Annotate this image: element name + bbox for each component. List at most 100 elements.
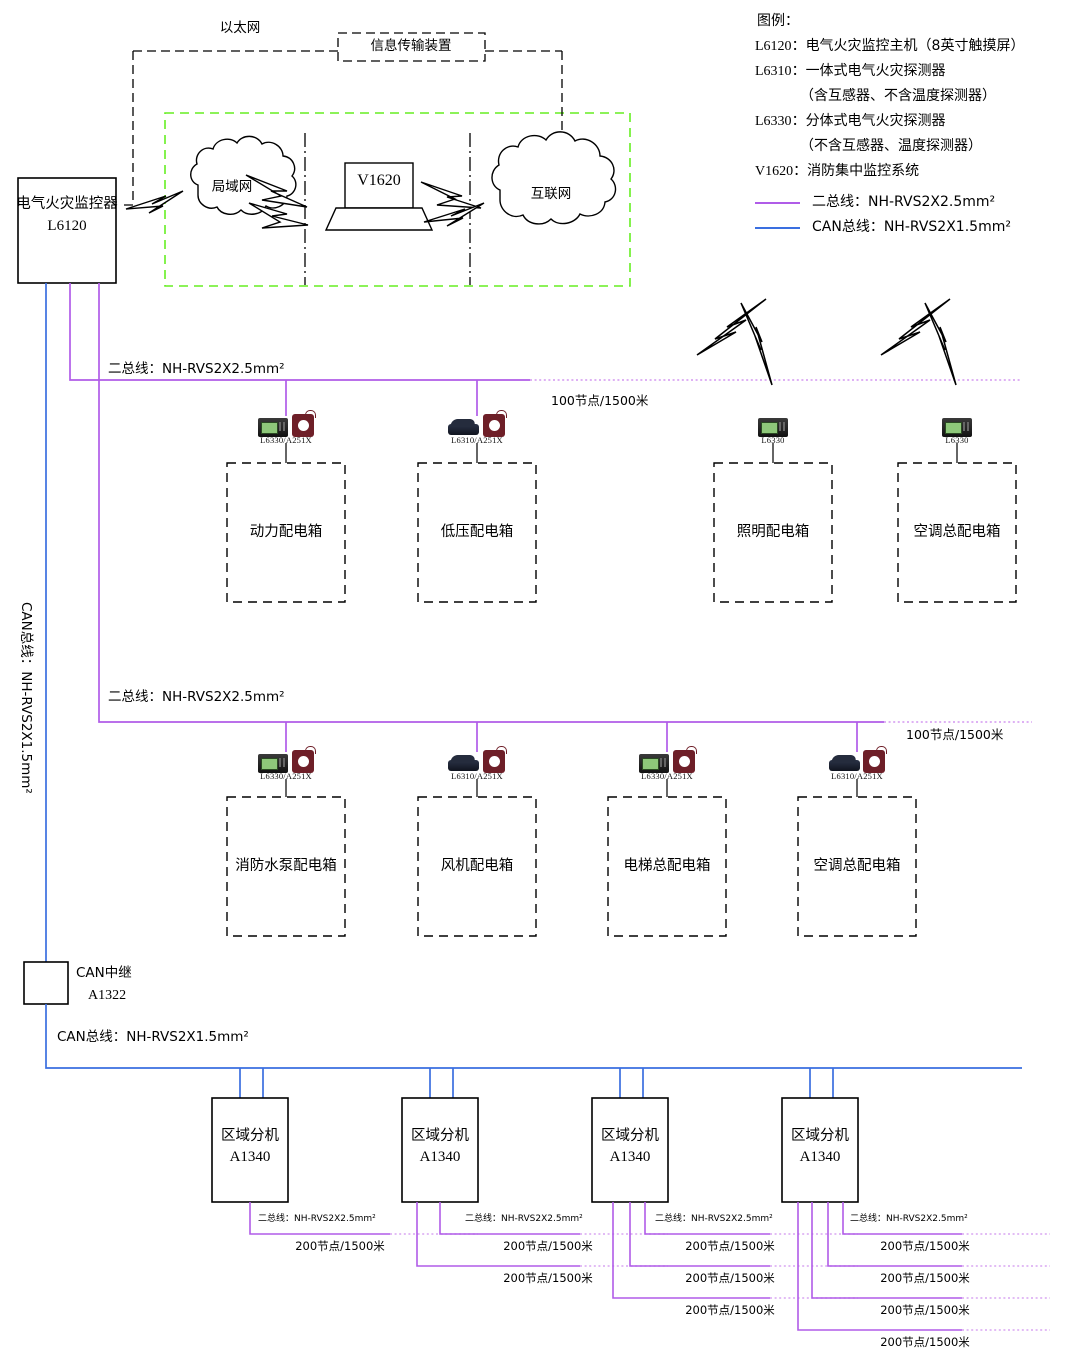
- dist-box-label-r1c4: 空调总配电箱: [913, 524, 1001, 540]
- legend-text-5: 消防集中监控系统: [807, 163, 920, 179]
- controller-label-line1: 电气火灾监控器: [16, 196, 118, 212]
- branch-node-label-u2-2: 200节点/1500米: [503, 1271, 593, 1285]
- transmitter-label: 信息传输装置: [370, 38, 452, 54]
- branch-node-label-u2-1: 200节点/1500米: [503, 1239, 593, 1253]
- branch-node-label-u4-2: 200节点/1500米: [880, 1271, 970, 1285]
- branch-lines-unit-1: [249, 1202, 390, 1235]
- area-unit-label-2-line2: A1340: [419, 1149, 461, 1165]
- legend-sep-3: ：: [791, 113, 806, 129]
- device-tag-r1c1: L6330/A251X: [260, 435, 312, 445]
- legend-sep-0: ：: [791, 38, 806, 54]
- legend-entry-4: （不含互感器、温度探测器）: [800, 138, 982, 154]
- device-tag-r2c3: L6330/A251X: [641, 771, 693, 781]
- area-unit-box-2: [401, 1097, 479, 1203]
- legend-entry-0: L6120：电气火灾监控主机（8英寸触摸屏）: [755, 38, 1024, 55]
- area-unit-label-3-line1: 区域分机: [601, 1128, 659, 1144]
- area-unit-box-1: [211, 1097, 289, 1203]
- legend-code-5: V1620: [755, 164, 794, 179]
- area-unit-label-1-line2: A1340: [229, 1149, 271, 1165]
- legend-text-0: 电气火灾监控主机（8英寸触摸屏）: [805, 38, 1025, 54]
- node-label-row-2: 100节点/1500米: [906, 727, 1004, 742]
- device-tag-r2c1: L6330/A251X: [260, 771, 312, 781]
- device-tag-r2c2: L6310/A251X: [451, 771, 503, 781]
- internet-label: 互联网: [530, 186, 572, 202]
- workstation-label: V1620: [357, 172, 401, 189]
- transmitter-box: [337, 32, 486, 62]
- branch-lines-unit-4: [797, 1202, 962, 1331]
- dist-box-label-r2c4: 空调总配电箱: [813, 858, 901, 874]
- wireless-bolt-pair: [696, 298, 957, 386]
- can-bus-label: CAN总线：NH-RVS2X1.5mm²: [57, 1029, 249, 1045]
- branch-node-label-u1-1: 200节点/1500米: [295, 1239, 385, 1253]
- dist-box-label-r1c3: 照明配电箱: [736, 524, 810, 540]
- can-relay-box: [23, 961, 69, 1005]
- area-unit-box-3: [591, 1097, 669, 1203]
- legend-entry-3: L6330：分体式电气火灾探测器: [755, 113, 946, 130]
- dist-box-r1c1: [226, 462, 346, 603]
- branch-lines-unit-2: [416, 1202, 580, 1267]
- lan-cloud: [190, 135, 297, 215]
- vertical-can-bus-label: CAN总线：NH-RVS2X1.5mm²: [18, 602, 34, 794]
- dist-box-r2c3: [607, 796, 727, 937]
- can-after-relay: [45, 1004, 1022, 1069]
- area-unit-label-4-line2: A1340: [799, 1149, 841, 1165]
- legend-entry-2: （含互感器、不含温度探测器）: [800, 88, 996, 104]
- legend-entry-1: L6310：一体式电气火灾探测器: [755, 63, 946, 80]
- legend-code-0: L6120: [755, 39, 792, 54]
- two-bus-trunk-1: [69, 283, 530, 381]
- area-unit-label-2-line1: 区域分机: [411, 1128, 469, 1144]
- dist-box-r2c1: [226, 796, 346, 937]
- branch-node-label-u4-4: 200节点/1500米: [880, 1335, 970, 1349]
- area-unit-label-3-line2: A1340: [609, 1149, 651, 1165]
- branch-node-label-u4-1: 200节点/1500米: [880, 1239, 970, 1253]
- branch-bus-label-u4: 二总线：NH-RVS2X2.5mm²: [850, 1214, 968, 1224]
- branch-node-label-u3-2: 200节点/1500米: [685, 1271, 775, 1285]
- legend-sep-1: ：: [791, 63, 806, 79]
- dist-box-r1c3: [713, 462, 833, 603]
- branch-node-label-u3-3: 200节点/1500米: [685, 1303, 775, 1317]
- branch-bus-label-u2: 二总线：NH-RVS2X2.5mm²: [465, 1214, 583, 1224]
- node-label-row-1: 100节点/1500米: [551, 393, 649, 408]
- area-unit-label-4-line1: 区域分机: [791, 1128, 849, 1144]
- controller-box: [17, 177, 117, 284]
- device-tag-r2c4: L6310/A251X: [831, 771, 883, 781]
- legend-title: 图例：: [757, 13, 799, 29]
- dist-box-label-r1c2: 低压配电箱: [440, 524, 514, 540]
- legend-line-label-can-bus: CAN总线：NH-RVS2X1.5mm²: [812, 219, 1011, 235]
- ethernet-path-left: [122, 51, 134, 206]
- can-drops: [239, 1068, 834, 1098]
- dist-box-r1c2: [417, 462, 537, 603]
- relay-label-line1: CAN中继: [76, 965, 132, 981]
- branch-node-label-u3-1: 200节点/1500米: [685, 1239, 775, 1253]
- lan-label: 局域网: [211, 179, 253, 195]
- internet-cloud: [491, 131, 617, 225]
- relay-label-line2: A1322: [88, 988, 127, 1003]
- bus-label-row-1: 二总线：NH-RVS2X2.5mm²: [108, 361, 285, 377]
- branch-lines-unit-3: [612, 1202, 770, 1299]
- legend-code-1: L6310: [755, 64, 792, 79]
- legend-code-3: L6330: [755, 114, 792, 129]
- dist-box-label-r2c2: 风机配电箱: [440, 858, 514, 874]
- workstation-laptop: [324, 162, 434, 231]
- wireless-bolt: [125, 174, 485, 229]
- dist-box-label-r2c1: 消防水泵配电箱: [235, 858, 337, 874]
- dist-box-r2c2: [417, 796, 537, 937]
- area-unit-box-4: [781, 1097, 859, 1203]
- legend-sep-5: ：: [793, 163, 808, 179]
- legend-entry-5: V1620：消防集中监控系统: [755, 163, 919, 180]
- legend-line-label-two-bus: 二总线：NH-RVS2X2.5mm²: [812, 194, 996, 210]
- legend-text-1: 一体式电气火灾探测器: [805, 63, 946, 79]
- ethernet-label: 以太网: [219, 20, 261, 36]
- bus-label-row-2: 二总线：NH-RVS2X2.5mm²: [108, 689, 285, 705]
- dist-box-label-r1c1: 动力配电箱: [249, 524, 323, 540]
- controller-label-line2: L6120: [47, 218, 87, 234]
- area-unit-label-1-line1: 区域分机: [221, 1128, 279, 1144]
- device-tag-r1c4: L6330: [945, 435, 969, 445]
- device-tag-r1c3: L6330: [761, 435, 785, 445]
- legend-text-3: 分体式电气火灾探测器: [805, 113, 946, 129]
- dist-box-r1c4: [897, 462, 1017, 603]
- two-bus-trunk-2: [98, 283, 884, 723]
- branch-node-label-u4-3: 200节点/1500米: [880, 1303, 970, 1317]
